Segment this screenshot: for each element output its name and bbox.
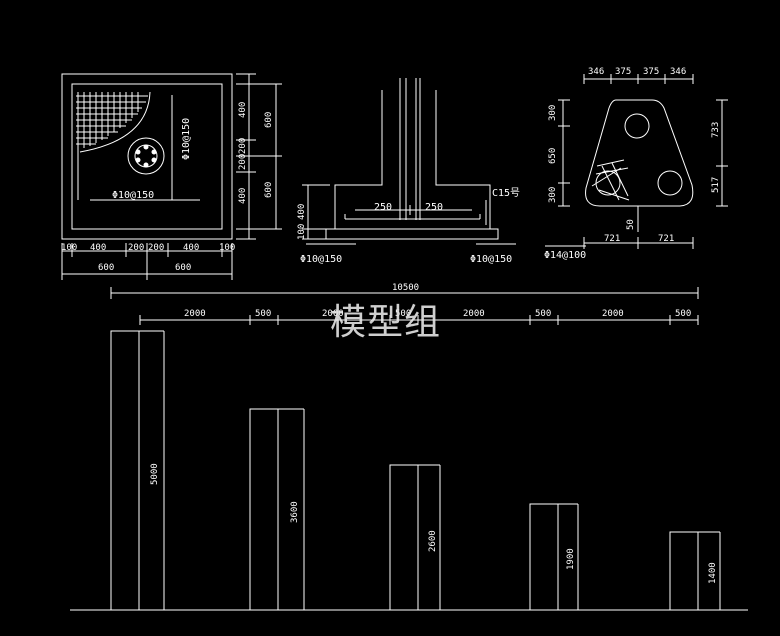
column-2-height: 3600 — [290, 501, 300, 523]
triangle-cap-plan: 346 375 375 346 300 650 300 733 517 50 7… — [544, 67, 728, 261]
section-outline — [334, 90, 491, 230]
dim-bottom-100-left: 100 — [61, 243, 77, 253]
dim-seg-500-1: 500 — [255, 309, 271, 319]
dim-bottom-100-right: 100 — [219, 243, 235, 253]
dim-seg-2000-4: 2000 — [602, 309, 624, 319]
column-5 — [669, 531, 699, 611]
dim-bottom-400-left: 400 — [90, 243, 106, 253]
pile-circle-left — [595, 170, 621, 196]
dim-top-346-a: 346 — [588, 67, 604, 77]
rebar-label-horizontal: Φ10@150 — [112, 190, 154, 201]
dim-right-400-top: 400 — [238, 102, 248, 118]
triangle-outline — [585, 99, 694, 207]
dim-right-733: 733 — [711, 122, 721, 138]
dim-bottom-200-b: 200 — [148, 243, 164, 253]
dim-bottom-200-a: 200 — [128, 243, 144, 253]
dim-top-375-b: 375 — [643, 67, 659, 77]
column-4-height: 1900 — [566, 548, 576, 570]
footing-section: 250 250 C15号 400 100 Φ10@150 Φ10@150 — [297, 78, 520, 265]
dim-seg-2000-3: 2000 — [463, 309, 485, 319]
rebar-label-vertical: Φ10@150 — [181, 118, 192, 160]
section-rebar-left: Φ10@150 — [300, 254, 342, 265]
footing-inner-outline — [71, 83, 223, 230]
column-2 — [249, 408, 279, 611]
cap-rebar — [591, 159, 630, 201]
dim-left-300-top: 300 — [548, 105, 558, 121]
dim-seg-500-3: 500 — [535, 309, 551, 319]
column-4 — [529, 503, 559, 611]
concrete-note: C15号 — [492, 187, 520, 199]
column-1-height: 5000 — [150, 463, 160, 485]
column-bars — [135, 144, 157, 168]
pile-circle-right — [657, 170, 683, 196]
dim-seg-500-2: 500 — [395, 309, 411, 319]
column-5-height: 1400 — [708, 562, 718, 584]
dim-total-10500: 10500 — [392, 283, 419, 293]
column-1 — [110, 330, 140, 611]
dim-height-100: 100 — [297, 224, 307, 240]
dim-right-400-bottom: 400 — [238, 188, 248, 204]
dim-right-200-a: 200 — [238, 138, 248, 154]
rebar-mesh — [76, 91, 200, 201]
concrete-cushion — [325, 228, 499, 240]
dim-250-left: 250 — [374, 202, 392, 213]
dim-top-346-b: 346 — [670, 67, 686, 77]
dim-seg-500-4: 500 — [675, 309, 691, 319]
dim-top-375-a: 375 — [615, 67, 631, 77]
dim-bottom-721-left: 721 — [604, 234, 620, 244]
square-footing-plan: Φ10@150 Φ10@150 400 600 200 200 400 600 … — [61, 73, 282, 280]
dim-right-200-b: 200 — [238, 154, 248, 170]
column-circle-outer — [127, 137, 165, 175]
dim-left-650: 650 — [548, 148, 558, 164]
dim-inner-50: 50 — [626, 219, 636, 230]
dim-seg-2000-2: 2000 — [322, 309, 344, 319]
column-3-height: 2600 — [428, 530, 438, 552]
dim-seg-2000-1: 2000 — [184, 309, 206, 319]
pile-circle-top — [624, 113, 650, 139]
dim-left-300-bottom: 300 — [548, 187, 558, 203]
column-elevation: 10500 2000 500 2000 500 2000 500 2000 50… — [70, 283, 748, 611]
column-3 — [389, 464, 419, 611]
dim-bottom-600-left: 600 — [98, 263, 114, 273]
footing-outer-outline — [61, 73, 233, 240]
dim-bottom-600-right: 600 — [175, 263, 191, 273]
dim-250-right: 250 — [425, 202, 443, 213]
dim-right-600-bottom: 600 — [264, 182, 274, 198]
dim-height-400: 400 — [297, 204, 307, 220]
dim-right-600-top: 600 — [264, 112, 274, 128]
dim-bottom-721-right: 721 — [658, 234, 674, 244]
watermark: 模型组 — [330, 302, 442, 343]
dim-bottom-400-right: 400 — [183, 243, 199, 253]
dim-right-517: 517 — [711, 177, 721, 193]
section-rebar-right: Φ10@150 — [470, 254, 512, 265]
cap-rebar-label: Φ14@100 — [544, 250, 586, 261]
